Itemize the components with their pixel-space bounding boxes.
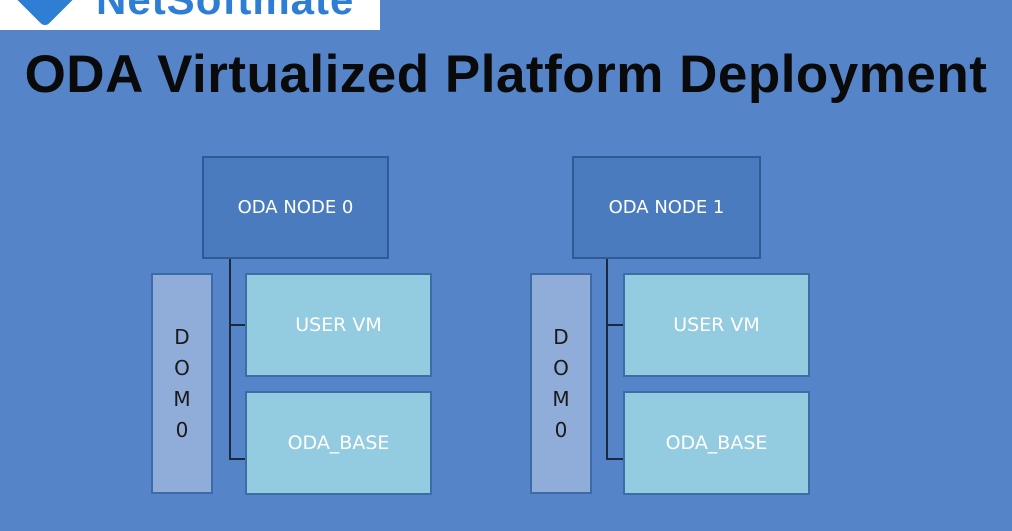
logo-mark-icon xyxy=(12,0,78,28)
vm-box-user-vm-0: USER VM xyxy=(245,273,432,377)
connector-branch-0-vm1 xyxy=(229,458,246,460)
vm-label: USER VM xyxy=(295,314,382,336)
logo: NetSoftmate xyxy=(0,0,380,30)
vm-box-user-vm-1: USER VM xyxy=(623,273,810,377)
vm-box-oda-base-1: ODA_BASE xyxy=(623,391,810,495)
node-label: ODA NODE 1 xyxy=(608,197,725,218)
node-box-0: ODA NODE 0 xyxy=(202,156,389,259)
vm-label: USER VM xyxy=(673,314,760,336)
vm-box-oda-base-0: ODA_BASE xyxy=(245,391,432,495)
node-label: ODA NODE 0 xyxy=(237,197,354,218)
connector-branch-1-vm0 xyxy=(606,324,624,326)
connector-branch-0-vm0 xyxy=(229,324,246,326)
connector-trunk-1 xyxy=(606,259,608,459)
page-title: ODA Virtualized Platform Deployment xyxy=(24,45,988,104)
vm-label: ODA_BASE xyxy=(287,432,390,454)
vm-label: ODA_BASE xyxy=(665,432,768,454)
connector-branch-1-vm1 xyxy=(606,458,624,460)
connector-trunk-0 xyxy=(229,259,231,459)
logo-text: NetSoftmate xyxy=(96,0,354,24)
node-box-1: ODA NODE 1 xyxy=(572,156,761,259)
